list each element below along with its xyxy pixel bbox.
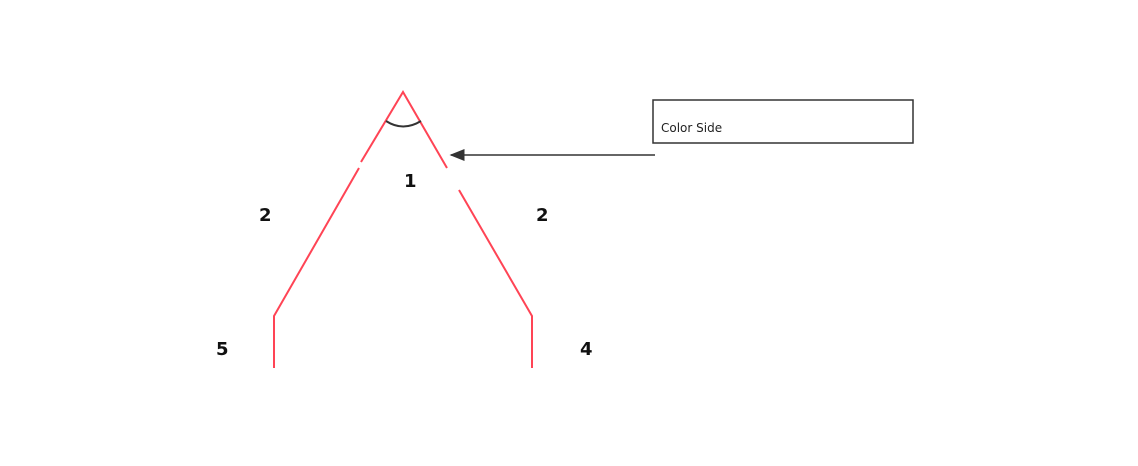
profile-left-segment — [273, 167, 360, 368]
left-side-label: 2 — [259, 205, 272, 226]
callout-text: Color Side — [661, 121, 722, 135]
profile-apex-segment — [360, 90, 448, 169]
apex-label: 1 — [404, 171, 417, 192]
callout-box — [652, 99, 914, 144]
apex-angle-arc — [385, 120, 422, 128]
right-side-label: 2 — [536, 205, 549, 226]
profile-right-segment — [458, 189, 533, 368]
right-leg-label: 4 — [580, 339, 593, 360]
left-leg-label: 5 — [216, 339, 229, 360]
